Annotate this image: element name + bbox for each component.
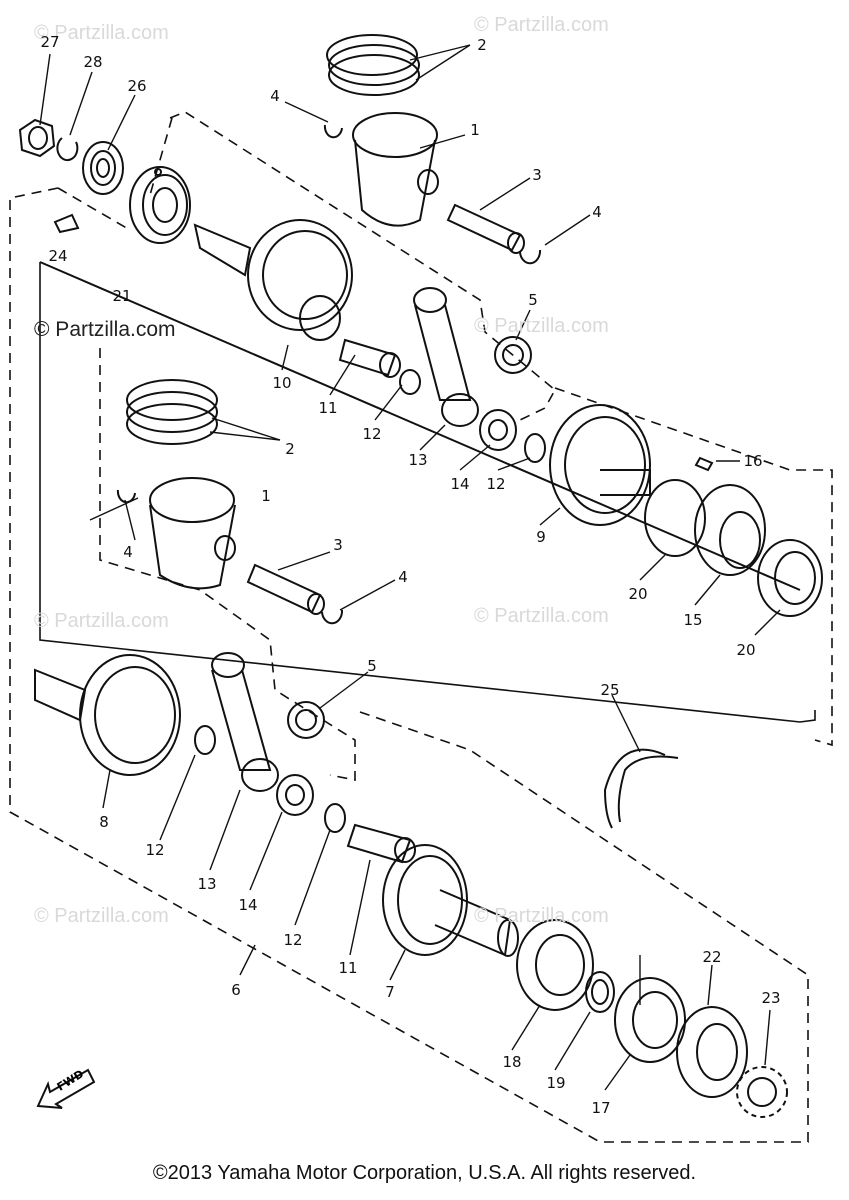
needle-bearing-5-lower xyxy=(287,701,325,739)
callout-label: 3 xyxy=(333,536,343,554)
pin-16 xyxy=(694,456,714,472)
callout-label: 4 xyxy=(123,543,133,561)
callout-label: 14 xyxy=(450,475,470,493)
watermark: © Partzilla.com xyxy=(34,22,169,44)
piston-pin-lower xyxy=(246,563,325,615)
callout-label: 21 xyxy=(112,287,132,305)
callout-label: 10 xyxy=(272,374,292,392)
callout-label: 28 xyxy=(83,53,103,71)
watermark: © Partzilla.com xyxy=(474,905,609,927)
washer-19 xyxy=(585,971,615,1013)
crankpin-11-upper xyxy=(338,338,401,378)
washer-28 xyxy=(56,137,79,162)
piston-pin-upper xyxy=(446,203,525,254)
callout-label: 18 xyxy=(502,1053,522,1071)
callout-label: 19 xyxy=(546,1074,566,1092)
piston-ring-upper xyxy=(326,34,420,96)
callout-label: 17 xyxy=(591,1099,611,1117)
callout-label: 3 xyxy=(532,166,542,184)
leader-lines xyxy=(39,44,781,1091)
callout-label: 11 xyxy=(338,959,358,977)
callout-label: 13 xyxy=(197,875,217,893)
bearing-17 xyxy=(614,977,686,1063)
callout-label: 26 xyxy=(127,77,147,95)
circlip-lower-right xyxy=(321,609,344,625)
callout-label: 12 xyxy=(145,841,165,859)
bearing-20 xyxy=(757,539,823,617)
watermark: © Partzilla.com xyxy=(34,905,169,927)
washer-12-upper-b xyxy=(524,433,546,463)
callout-label: 2 xyxy=(477,36,487,54)
nut-27 xyxy=(18,118,56,158)
callout-label: 1 xyxy=(261,487,271,505)
sprocket-23 xyxy=(736,1066,788,1118)
crank-8 xyxy=(34,654,181,776)
copyright-notice: ©2013 Yamaha Motor Corporation, U.S.A. A… xyxy=(152,1162,697,1184)
bearing-14-upper xyxy=(479,409,517,451)
callout-label: 13 xyxy=(408,451,428,469)
circlip-upper-right xyxy=(519,249,542,265)
callout-label: 5 xyxy=(528,291,538,309)
piston-upper xyxy=(352,112,439,227)
callout-label: 15 xyxy=(683,611,703,629)
washer-12-lower xyxy=(194,725,216,755)
callout-label: 1 xyxy=(470,121,480,139)
callout-label: 9 xyxy=(536,528,546,546)
callout-label: 24 xyxy=(48,247,68,265)
watermark: © Partzilla.com xyxy=(474,315,609,337)
seal-26 xyxy=(82,141,124,195)
washer-12-lower-b xyxy=(324,803,346,833)
watermark: © Partzilla.com xyxy=(474,14,609,36)
crank-half-10 xyxy=(193,219,353,341)
callout-label: 8 xyxy=(99,813,109,831)
bearing-18 xyxy=(516,919,594,1011)
callout-label: 23 xyxy=(761,989,781,1007)
callout-label: 5 xyxy=(367,657,377,675)
needle-bearing-5-upper xyxy=(494,336,532,374)
callout-label: 2 xyxy=(285,440,295,458)
callout-label: 12 xyxy=(486,475,506,493)
crank-9 xyxy=(549,404,651,526)
callout-label: 25 xyxy=(600,681,620,699)
circlip-25 xyxy=(603,748,679,829)
callout-label: 4 xyxy=(398,568,408,586)
piston-lower xyxy=(149,477,236,590)
bearing-14-lower xyxy=(276,774,314,816)
callout-label: 20 xyxy=(628,585,648,603)
watermark: © Partzilla.com xyxy=(474,605,609,627)
callout-label: 22 xyxy=(702,948,722,966)
key-24 xyxy=(53,213,80,234)
forward-arrow-icon xyxy=(36,1068,96,1109)
callout-label: 27 xyxy=(40,33,60,51)
watermark: © Partzilla.com xyxy=(34,610,169,632)
piston-ring-lower xyxy=(126,379,218,445)
callout-label: 4 xyxy=(270,87,280,105)
callout-label: 14 xyxy=(238,896,258,914)
labyrinth-15 xyxy=(644,479,766,576)
seal-22 xyxy=(676,1006,748,1098)
dashed-outline-upper xyxy=(149,111,833,747)
callout-label: 6 xyxy=(231,981,241,999)
callout-label: 11 xyxy=(318,399,338,417)
callout-label: 4 xyxy=(592,203,602,221)
crank-7 xyxy=(382,844,519,957)
crankpin-11-lower xyxy=(346,823,416,864)
assembly-boundary xyxy=(39,262,816,723)
washer-12-upper xyxy=(399,369,421,395)
conrod-upper xyxy=(413,287,479,427)
callout-label: 12 xyxy=(362,425,382,443)
callout-label: 16 xyxy=(743,452,763,470)
bearing-21 xyxy=(129,166,191,244)
exploded-parts-diagram xyxy=(9,34,833,1143)
callout-label: 20 xyxy=(736,641,756,659)
callout-label: 12 xyxy=(283,931,303,949)
conrod-lower xyxy=(211,652,279,792)
callout-label: 7 xyxy=(385,983,395,1001)
circlip-upper-left xyxy=(323,124,343,139)
watermark-dark: © Partzilla.com xyxy=(34,318,176,341)
